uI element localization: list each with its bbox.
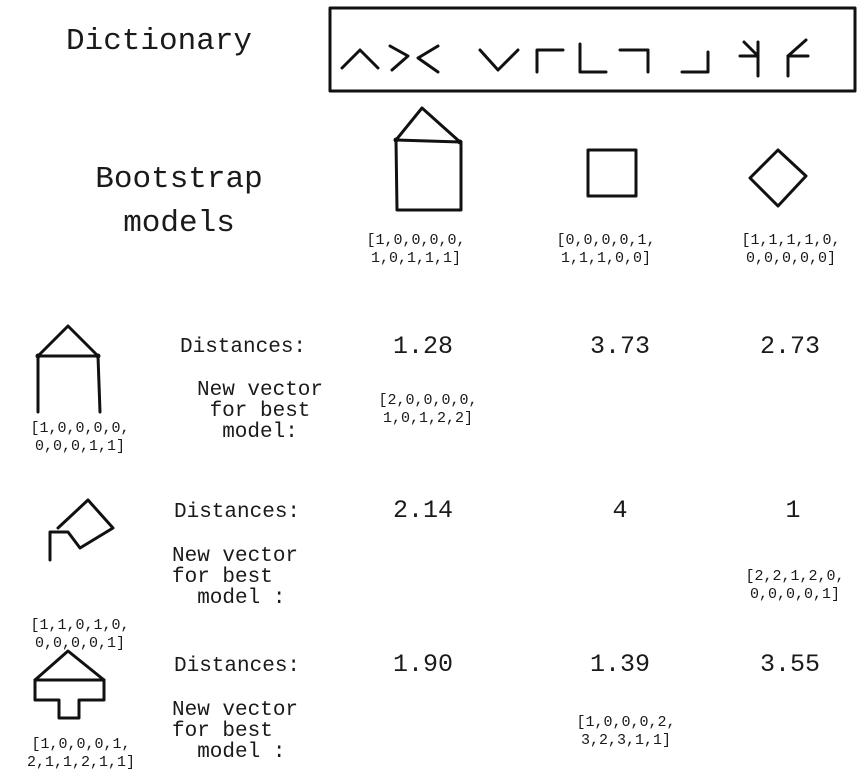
corner-top-left-icon	[537, 50, 563, 72]
bootstrap-square-shape	[588, 150, 636, 196]
row2-tilted-square-shape	[50, 500, 113, 560]
row3-house-with-stem-shape	[35, 651, 104, 718]
caret-up-icon	[342, 50, 378, 68]
caret-left-icon	[418, 46, 438, 72]
corner-bottom-right-icon	[682, 52, 708, 72]
dictionary-box	[330, 8, 855, 91]
t-junction-left-icon	[740, 42, 758, 76]
dictionary-glyphs	[342, 40, 808, 76]
bootstrap-house-shape	[394, 108, 463, 210]
bootstrap-diamond-shape	[750, 150, 806, 206]
corner-bottom-left-icon	[580, 44, 606, 72]
caret-right-icon	[390, 46, 408, 70]
row1-open-house-shape	[36, 326, 101, 412]
t-junction-right-icon	[788, 40, 808, 76]
caret-down-icon	[480, 50, 518, 70]
corner-top-right-icon	[620, 50, 648, 72]
